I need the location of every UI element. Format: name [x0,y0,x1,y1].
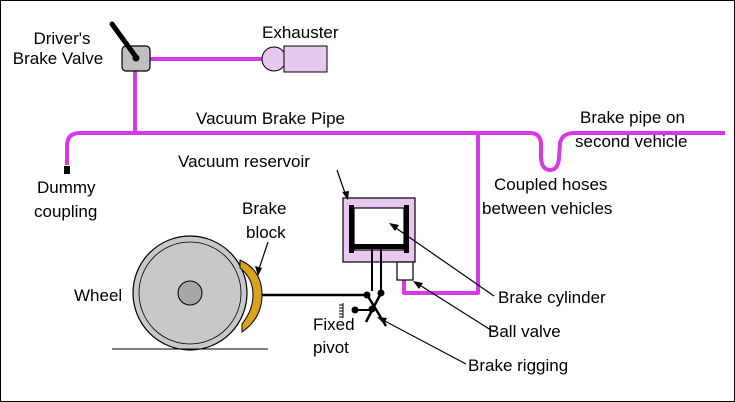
brake-block-icon [239,259,263,333]
coupled-hoses-label-1: Coupled hoses [494,175,607,194]
vacuum-brake-pipe-label: Vacuum Brake Pipe [196,109,345,128]
second-vehicle-label-2: second vehicle [575,132,687,151]
wheel-label: Wheel [74,286,122,305]
ball-valve-icon [396,261,414,281]
brake-cylinder-label: Brake cylinder [498,288,606,307]
dummy-coupling-plug [64,166,70,174]
branch-pipe [402,133,480,295]
ball-valve-label: Ball valve [488,322,561,341]
dummy-coupling-label-1: Dummy [37,178,96,197]
vacuum-pipes [65,57,725,295]
leader-lines [255,169,495,365]
exhauster-icon [261,45,328,73]
dummy-coupling-label-2: coupling [34,202,97,221]
brake-cylinder-icon [349,205,409,253]
fixed-pivot-icon [339,303,344,318]
fixed-pivot-label-1: Fixed [313,315,355,334]
drivers-valve-label-2: Brake Valve [13,49,103,68]
brake-valve-icon [109,21,151,72]
wheel-icon [112,235,268,351]
brake-block-label-1: Brake [242,199,286,218]
main-brake-pipe [65,131,725,172]
drivers-valve-label-1: Driver's [33,29,90,48]
brake-block-label-2: block [246,223,286,242]
vacuum-reservoir-label: Vacuum reservoir [178,152,310,171]
brake-rigging [258,249,388,327]
fixed-pivot-label-2: pivot [313,338,349,357]
brake-rigging-label: Brake rigging [468,356,568,375]
coupled-hoses-label-2: between vehicles [482,199,612,218]
exhauster-label: Exhauster [262,23,339,42]
second-vehicle-label-1: Brake pipe on [580,108,685,127]
